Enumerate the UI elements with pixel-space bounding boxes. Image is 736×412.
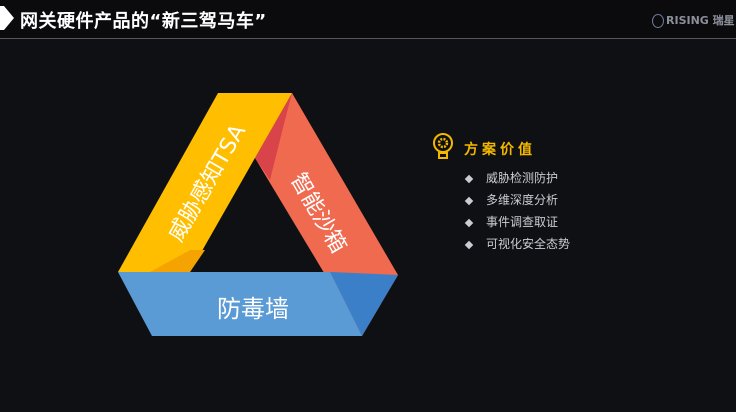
side-title: 方案价值 bbox=[464, 142, 536, 158]
header-marker bbox=[0, 6, 4, 30]
list-item-label: 威胁检测防护 bbox=[486, 171, 559, 185]
diamond-bullet-icon bbox=[464, 174, 474, 183]
list-item: 事件调查取证 bbox=[464, 213, 559, 230]
right-bar-shade bbox=[255, 93, 292, 180]
header-arrow-icon bbox=[4, 6, 14, 30]
diamond-bullet-icon bbox=[464, 240, 474, 249]
left-bar bbox=[118, 93, 292, 272]
list-item-label: 可视化安全态势 bbox=[486, 237, 571, 251]
list-item-label: 事件调查取证 bbox=[486, 215, 559, 229]
page-title: 网关硬件产品的“新三驾马车” bbox=[20, 11, 267, 32]
diamond-bullet-icon bbox=[464, 196, 474, 205]
list-item: 可视化安全态势 bbox=[464, 235, 571, 252]
bottom-bar bbox=[118, 272, 362, 336]
list-item-label: 多维深度分析 bbox=[486, 193, 559, 207]
lightbulb-gear-icon bbox=[433, 133, 453, 159]
logo: RISING 瑞星 bbox=[652, 12, 735, 28]
left-bar-shade bbox=[150, 250, 205, 272]
logo-icon bbox=[652, 14, 664, 28]
list-item: 威胁检测防护 bbox=[464, 169, 559, 186]
bottom-bar-label: 防毒墙 bbox=[217, 295, 289, 323]
header-bar: 网关硬件产品的“新三驾马车” RISING 瑞星 bbox=[0, 0, 736, 39]
list-item: 多维深度分析 bbox=[464, 191, 559, 208]
diamond-bullet-icon bbox=[464, 218, 474, 227]
bottom-bar-shade bbox=[330, 272, 398, 336]
logo-text: RISING 瑞星 bbox=[666, 14, 735, 27]
